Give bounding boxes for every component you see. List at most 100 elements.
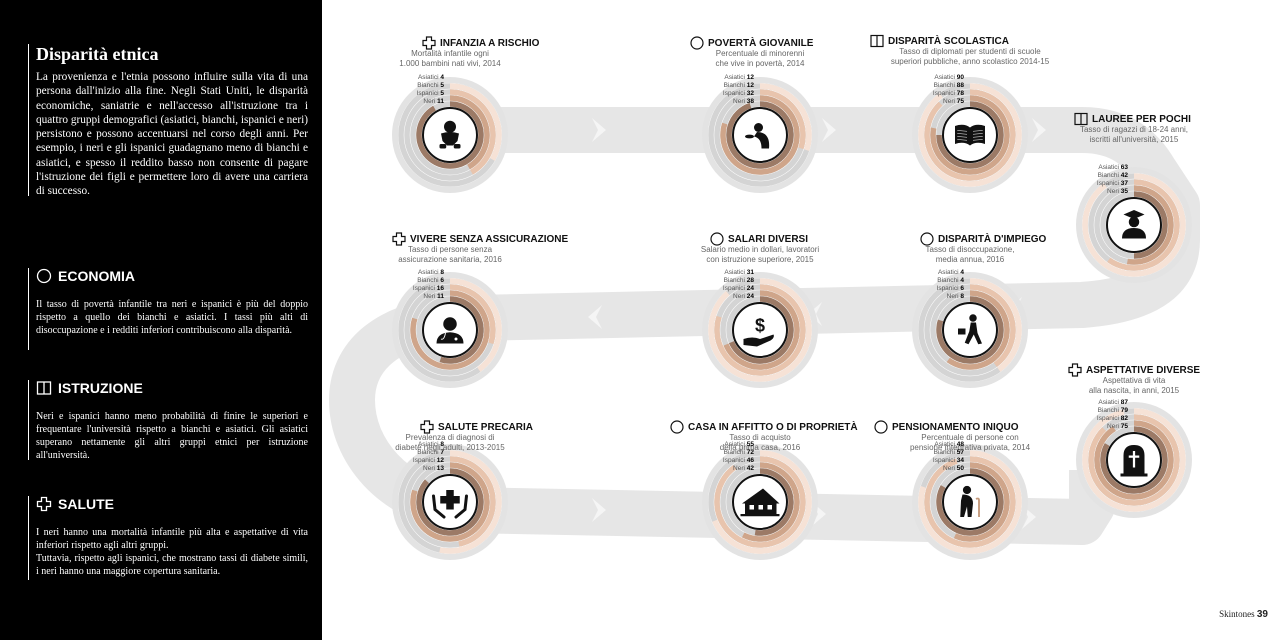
stations-layer: $ bbox=[392, 77, 1192, 560]
cross-icon bbox=[392, 232, 406, 246]
stat-label: Bianchi bbox=[723, 82, 747, 89]
ring-value-ispanici bbox=[723, 290, 800, 370]
ring-value-asiatici bbox=[918, 83, 1022, 187]
section-economia-text: Il tasso di povertà infantile tra neri e… bbox=[36, 299, 308, 336]
station-title-salute: SALUTE PRECARIA bbox=[420, 420, 533, 434]
stat-value: 34 bbox=[956, 457, 964, 464]
ring-value-asiatici bbox=[439, 450, 502, 554]
circle-icon bbox=[710, 232, 724, 246]
stat-value: 90 bbox=[956, 74, 964, 81]
stat-label: Asiatici bbox=[724, 269, 747, 276]
footer-magazine: Skintones bbox=[1219, 609, 1255, 619]
stat-label: Ispanici bbox=[932, 457, 957, 464]
ring-value-bianchi bbox=[449, 284, 496, 345]
station-title-text: POVERTÀ GIOVANILE bbox=[708, 37, 814, 49]
stat-value: 24 bbox=[746, 285, 754, 292]
stat-label: Asiatici bbox=[724, 441, 747, 448]
stat-value: 42 bbox=[1120, 172, 1128, 179]
ring-value-ispanici bbox=[720, 95, 800, 175]
stat-label: Bianchi bbox=[937, 277, 961, 284]
stat-row: Asiatici 4 bbox=[398, 74, 444, 82]
stat-value: 11 bbox=[437, 293, 444, 300]
stat-label: Ispanici bbox=[932, 90, 957, 97]
ring-value-neri bbox=[936, 296, 1004, 364]
ring-value-neri bbox=[1133, 191, 1168, 259]
beggar-icon bbox=[745, 123, 770, 149]
stat-value: 79 bbox=[1120, 407, 1128, 414]
stat-row: Neri 11 bbox=[398, 293, 444, 301]
cross-icon bbox=[420, 420, 434, 434]
stat-value: 88 bbox=[956, 82, 964, 89]
stat-row: Asiatici 48 bbox=[918, 441, 964, 449]
ring-value-ispanici bbox=[930, 95, 1010, 175]
stat-row: Asiatici 4 bbox=[918, 269, 964, 277]
stat-label: Bianchi bbox=[933, 82, 957, 89]
intro-section: Disparità etnica La provenienza e l'etni… bbox=[28, 44, 308, 197]
stat-row: Ispanici 37 bbox=[1082, 180, 1128, 188]
station-subtitle-salute: Prevalenza di diagnosi di diabete negli … bbox=[395, 433, 505, 452]
station-subtitle-poverta: Percentuale di minorenni che vive in pov… bbox=[715, 49, 805, 68]
stat-row: Neri 42 bbox=[708, 465, 754, 473]
stat-label: Neri bbox=[423, 293, 438, 300]
baby-icon bbox=[439, 120, 461, 149]
stat-row: Asiatici 90 bbox=[918, 74, 964, 82]
stat-row: Ispanici 16 bbox=[398, 285, 444, 293]
stat-value: 7 bbox=[440, 449, 444, 456]
station-aspettative bbox=[1076, 402, 1192, 518]
station-subtitle-aspettative: Aspettativa di vita alla nascita, in ann… bbox=[1088, 376, 1180, 395]
circle-icon bbox=[36, 268, 52, 284]
station-salari: $ bbox=[702, 272, 818, 388]
station-title-aspettative: ASPETTATIVE DIVERSE bbox=[1068, 363, 1200, 377]
stat-row: Ispanici 34 bbox=[918, 457, 964, 465]
ring-value-ispanici bbox=[741, 462, 800, 542]
section-istruzione-title: ISTRUZIONE bbox=[58, 380, 143, 396]
station-title-scolastica: DISPARITÀ SCOLASTICA bbox=[870, 34, 1009, 48]
ring-value-bianchi bbox=[449, 89, 496, 175]
stat-label: Asiatici bbox=[724, 74, 747, 81]
stat-row: Ispanici 82 bbox=[1082, 415, 1128, 423]
ring-value-neri bbox=[1100, 426, 1168, 494]
section-economia: ECONOMIA Il tasso di povertà infantile t… bbox=[28, 268, 308, 350]
stat-label: Neri bbox=[423, 98, 438, 105]
ring-value-neri bbox=[726, 101, 794, 169]
stat-row: Bianchi 4 bbox=[918, 277, 964, 285]
station-title-salari: SALARI DIVERSI bbox=[710, 232, 808, 246]
station-title-text: ASPETTATIVE DIVERSE bbox=[1086, 364, 1201, 376]
station-title-assicurazione: VIVERE SENZA ASSICURAZIONE bbox=[392, 232, 568, 246]
ring-value-neri bbox=[416, 101, 484, 169]
stat-row: Neri 75 bbox=[1082, 423, 1128, 431]
section-economia-header: ECONOMIA bbox=[36, 268, 308, 284]
ring-value-ispanici bbox=[1126, 185, 1174, 265]
station-title-text: SALUTE PRECARIA bbox=[438, 421, 534, 433]
stat-row: Asiatici 55 bbox=[708, 441, 754, 449]
stat-label: Neri bbox=[733, 98, 747, 105]
station-casa bbox=[702, 444, 818, 560]
stat-row: Bianchi 88 bbox=[918, 82, 964, 90]
open-book-icon bbox=[955, 124, 985, 146]
station-title-text: LAUREE PER POCHI bbox=[1092, 113, 1191, 125]
stat-label: Asiatici bbox=[417, 441, 441, 448]
station-title-pensionamento: PENSIONAMENTO INIQUO bbox=[874, 420, 1019, 434]
station-title-casa: CASA IN AFFITTO O DI PROPRIETÀ bbox=[670, 420, 858, 434]
stat-label: Neri bbox=[423, 465, 437, 472]
stat-row: Asiatici 63 bbox=[1082, 164, 1128, 172]
ring-value-asiatici bbox=[759, 83, 812, 151]
stat-label: Bianchi bbox=[417, 277, 441, 284]
stat-row: Neri 35 bbox=[1082, 188, 1128, 196]
stat-row: Bianchi 12 bbox=[708, 82, 754, 90]
stat-row: Asiatici 31 bbox=[708, 269, 754, 277]
stat-value: 82 bbox=[1120, 415, 1128, 422]
stat-row: Bianchi 72 bbox=[708, 449, 754, 457]
stat-label: Bianchi bbox=[723, 277, 747, 284]
station-title-text: PENSIONAMENTO INIQUO bbox=[892, 421, 1019, 433]
cross-icon bbox=[422, 36, 436, 50]
stat-label: Bianchi bbox=[1097, 172, 1121, 179]
ring-value-bianchi bbox=[924, 456, 1016, 548]
stat-label: Asiatici bbox=[417, 269, 441, 276]
stat-label: Bianchi bbox=[417, 82, 441, 89]
infographic-path-svg: $ bbox=[329, 77, 1200, 560]
